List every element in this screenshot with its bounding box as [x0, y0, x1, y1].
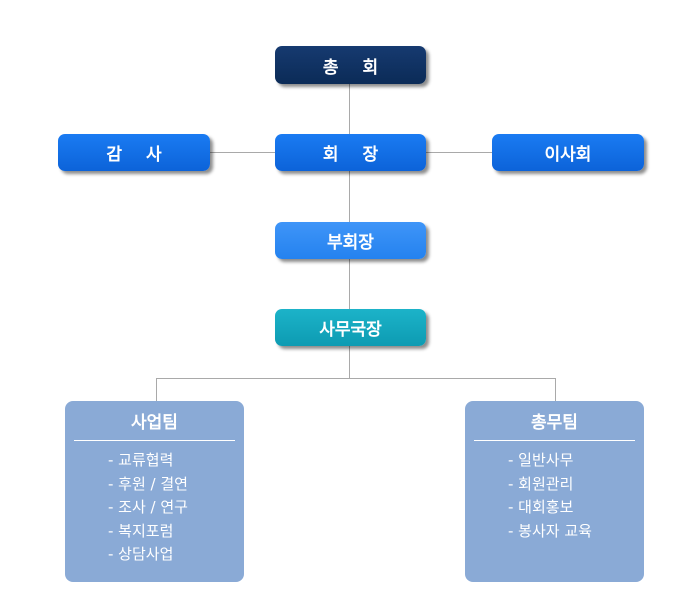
list-item: - 후원 / 결연 — [108, 474, 188, 493]
vice-president-label: 부회장 — [327, 233, 374, 253]
business-team-box: 사업팀 - 교류협력 - 후원 / 결연 - 조사 / 연구 - 복지포럼 - … — [65, 401, 244, 582]
general-assembly-box: 총 회 — [275, 46, 426, 84]
board-box: 이사회 — [492, 134, 644, 171]
secretary-general-box: 사무국장 — [275, 309, 426, 346]
vice-president-box: 부회장 — [275, 222, 426, 259]
auditor-box: 감 사 — [58, 134, 210, 171]
president-label: 회 장 — [322, 145, 388, 165]
list-item: - 회원관리 — [508, 474, 574, 493]
list-item: - 교류협력 — [108, 451, 174, 469]
general-assembly-label: 총 회 — [322, 57, 388, 78]
business-team-list: - 교류협력 - 후원 / 결연 - 조사 / 연구 - 복지포럼 - 상담사업 — [65, 449, 244, 567]
connector-general-affairs-team — [555, 378, 556, 402]
auditor-label: 감 사 — [106, 145, 171, 165]
business-team-divider — [74, 440, 235, 441]
general-affairs-team-divider — [474, 440, 635, 441]
connector-business-team — [156, 378, 157, 402]
business-team-title: 사업팀 — [131, 413, 178, 433]
connector-auditor — [210, 152, 276, 153]
secretary-general-label: 사무국장 — [319, 320, 382, 340]
connector-board — [426, 152, 492, 153]
list-item: - 상담사업 — [108, 545, 174, 563]
list-item: - 복지포럼 — [108, 521, 174, 540]
list-item: - 봉사자 교육 — [508, 521, 592, 540]
list-item: - 대회홍보 — [508, 498, 574, 516]
list-item: - 조사 / 연구 — [108, 498, 188, 516]
connector-team-branch — [156, 378, 556, 379]
general-affairs-team-list: - 일반사무 - 회원관리 - 대회홍보 - 봉사자 교육 — [465, 449, 644, 543]
list-item: - 일반사무 — [508, 451, 574, 469]
general-affairs-team-box: 총무팀 - 일반사무 - 회원관리 - 대회홍보 - 봉사자 교육 — [465, 401, 644, 582]
general-affairs-team-title: 총무팀 — [531, 413, 578, 433]
board-label: 이사회 — [544, 145, 592, 165]
president-box: 회 장 — [275, 134, 426, 171]
